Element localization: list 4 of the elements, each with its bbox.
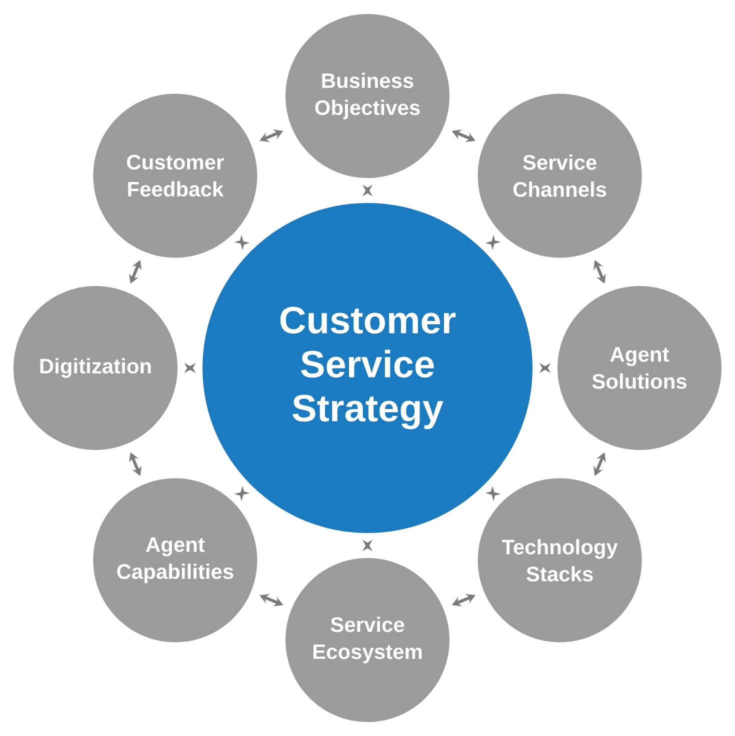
double-arrow — [539, 362, 551, 374]
double-arrow — [362, 184, 373, 196]
double-arrow — [362, 540, 373, 552]
double-arrow — [184, 362, 196, 374]
